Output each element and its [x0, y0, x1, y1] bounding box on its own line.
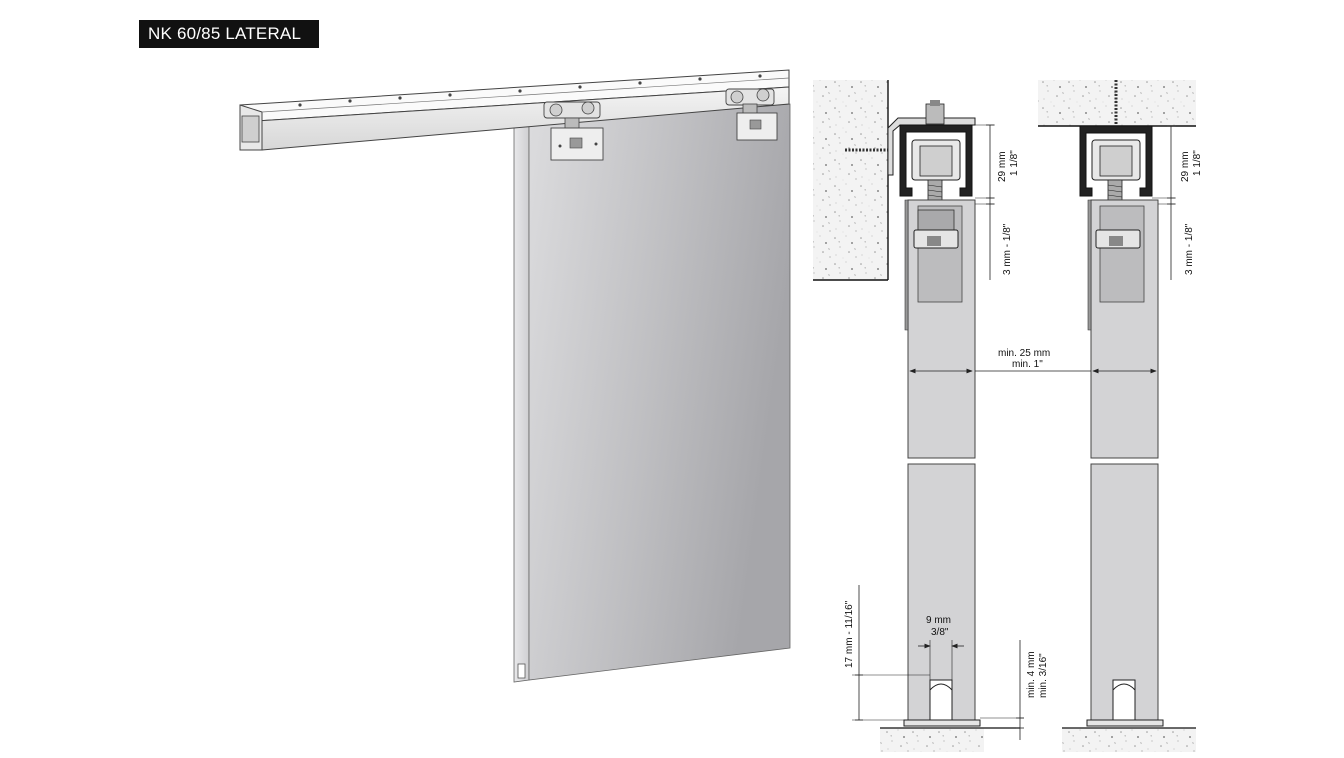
- label-guide-height: 17 mm - 11/16": [844, 600, 855, 668]
- door-panel: [528, 103, 791, 681]
- label-rail-height-in: 1 1/8": [1009, 150, 1020, 176]
- label-floor-gap-mm: min. 4 mm: [1026, 651, 1037, 698]
- door-bottom-slot: [517, 663, 526, 679]
- roller-carriage-right: [725, 88, 778, 141]
- section-ceiling-mounted: [1038, 80, 1196, 752]
- top-rail: [239, 69, 790, 151]
- dimension-labels: 29 mm 1 1/8" 3 mm - 1/8" 29 mm 1 1/8" 3 …: [844, 150, 1203, 698]
- isometric-door-illustration: [239, 69, 791, 683]
- label-floor-gap-in: min. 3/16": [1038, 653, 1049, 698]
- label-groove-width-in: 3/8": [931, 627, 949, 638]
- label-groove-width-mm: 9 mm: [926, 615, 951, 626]
- label-rail-height-mm-right: 29 mm: [1180, 151, 1191, 182]
- label-gap-top-right: 3 mm - 1/8": [1184, 223, 1195, 275]
- product-title: NK 60/85 LATERAL: [139, 20, 319, 48]
- section-wall-mounted: [813, 80, 1020, 752]
- roller-carriage-left: [543, 101, 604, 161]
- floor-concrete: [880, 728, 984, 752]
- wall-concrete: [813, 80, 888, 280]
- label-rail-height-in-right: 1 1/8": [1192, 150, 1203, 176]
- label-door-spacing-in: min. 1": [1012, 359, 1043, 370]
- door-edge: [513, 123, 530, 683]
- label-rail-height-mm: 29 mm: [997, 151, 1008, 182]
- dimension-lines: [852, 124, 1176, 740]
- label-gap-top-left: 3 mm - 1/8": [1002, 223, 1013, 275]
- label-door-spacing-mm: min. 25 mm: [998, 348, 1050, 359]
- rail-profile: [899, 124, 973, 197]
